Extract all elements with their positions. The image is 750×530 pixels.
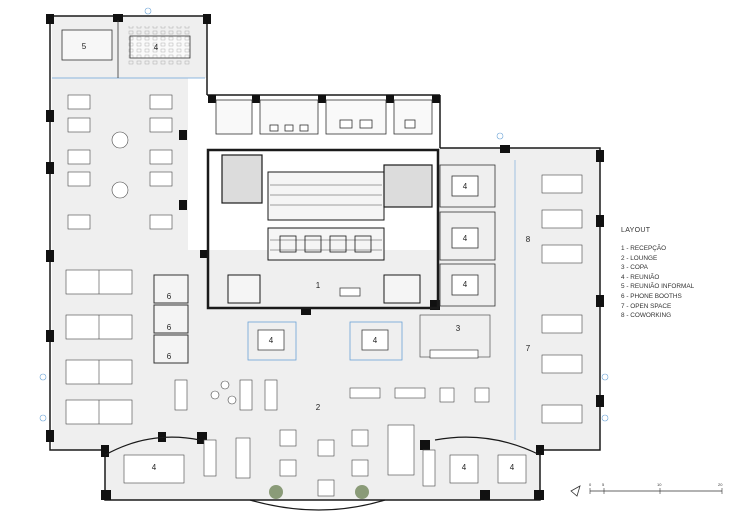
- legend-item-meeting: 4 - REUNIÃO: [621, 273, 660, 281]
- curved-facade: [104, 436, 541, 511]
- zone-label-4-core-r1: 4: [463, 182, 468, 191]
- lounge-furniture: [123, 379, 527, 497]
- restrooms: [215, 99, 433, 135]
- zone-label-7: 7: [526, 344, 531, 353]
- north-arrow: [570, 485, 581, 497]
- workstations-left: [65, 94, 173, 425]
- legend-item-informal-meeting: 5 - REUNIÃO INFORMAL: [621, 283, 695, 291]
- building-core: [206, 148, 440, 310]
- zone-label-1: 1: [316, 281, 321, 290]
- zone-label-2: 2: [316, 403, 321, 412]
- legend-item-lounge: 2 - LOUNGE: [621, 254, 658, 262]
- legend-item-phone-booths: 6 - PHONE BOOTHS: [621, 292, 682, 300]
- zone-label-8: 8: [526, 235, 531, 244]
- legend-item-copa: 3 - COPA: [621, 264, 648, 272]
- copa: [419, 314, 491, 359]
- center-meeting-rooms: [247, 321, 403, 361]
- zone-label-6-b: 6: [167, 323, 172, 332]
- coworking-desks: [514, 160, 583, 440]
- layout-legend: LAYOUT 1 - RECEPÇÃO 2 - LOUNGE 3 - COPA …: [621, 227, 741, 321]
- top-rooms: [52, 20, 205, 79]
- legend-item-open-space: 7 - OPEN SPACE: [621, 302, 672, 310]
- zone-label-4-center-r: 4: [373, 336, 378, 345]
- zone-label-4-bottom-r2: 4: [510, 463, 515, 472]
- section-markers: [39, 7, 609, 422]
- scale-tick-10: 10: [657, 482, 662, 487]
- zone-label-6-c: 6: [167, 352, 172, 361]
- legend-item-coworking: 8 - COWORKING: [621, 312, 672, 320]
- zone-label-5: 5: [82, 42, 87, 51]
- zone-label-6-a: 6: [167, 292, 172, 301]
- scale-tick-20: 20: [718, 482, 723, 487]
- zone-label-4-core-r2: 4: [463, 234, 468, 243]
- zone-label-4-core-r3: 4: [463, 280, 468, 289]
- reception-desk: [339, 287, 361, 297]
- zone-label-4-bottom-l: 4: [152, 463, 157, 472]
- plants: [269, 485, 369, 499]
- scale-tick-5: 5: [602, 482, 605, 487]
- zone-label-4-bottom-r1: 4: [462, 463, 467, 472]
- zone-label-3: 3: [456, 324, 461, 333]
- legend-title: LAYOUT: [621, 227, 651, 234]
- phone-booths: [153, 274, 189, 364]
- scale-bar: 0 5 10 20: [589, 482, 723, 494]
- right-meeting-rooms: [439, 164, 496, 307]
- zone-label-4-top: 4: [154, 43, 159, 52]
- scale-tick-0: 0: [589, 482, 592, 487]
- legend-item-reception: 1 - RECEPÇÃO: [621, 245, 667, 252]
- columns: [46, 14, 604, 500]
- zone-labels: 5 4 1 2 3 4 4 4 4 4 4 4 4 6 6 6 7 8: [82, 42, 531, 472]
- zone-label-4-center-l: 4: [269, 336, 274, 345]
